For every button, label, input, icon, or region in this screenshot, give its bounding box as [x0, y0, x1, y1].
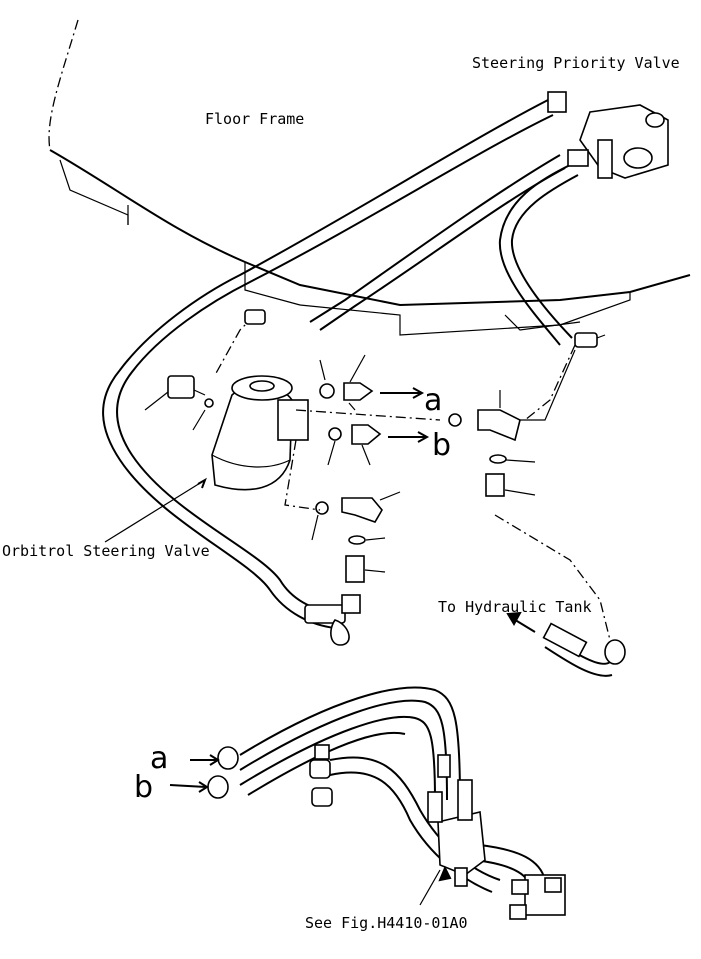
label-see-fig: See Fig.H4410-01A0	[305, 914, 468, 932]
label-floor-frame: Floor Frame	[205, 110, 304, 128]
tank-hose	[506, 611, 626, 677]
connector-b-upper: b	[432, 428, 451, 463]
bottom-assembly	[169, 686, 566, 920]
fittings	[311, 349, 576, 583]
upper-pipes	[102, 99, 579, 629]
floor-frame-outline	[48, 19, 691, 336]
steering-priority-valve	[547, 91, 669, 179]
dash-connectors	[214, 314, 611, 641]
label-steering-priority-valve: Steering Priority Valve	[472, 54, 680, 72]
connector-a-upper: a	[424, 383, 442, 418]
connector-a-lower: a	[150, 741, 168, 776]
orbitrol-steering-valve	[211, 375, 309, 491]
label-leaders	[104, 477, 207, 543]
label-orbitrol-steering-valve: Orbitrol Steering Valve	[2, 542, 210, 560]
left-adapter	[144, 375, 214, 431]
label-to-hydraulic-tank: To Hydraulic Tank	[438, 598, 592, 616]
connector-b-lower: b	[134, 770, 153, 805]
lower-left-hose-end	[304, 594, 361, 646]
frame-fittings	[244, 309, 606, 348]
